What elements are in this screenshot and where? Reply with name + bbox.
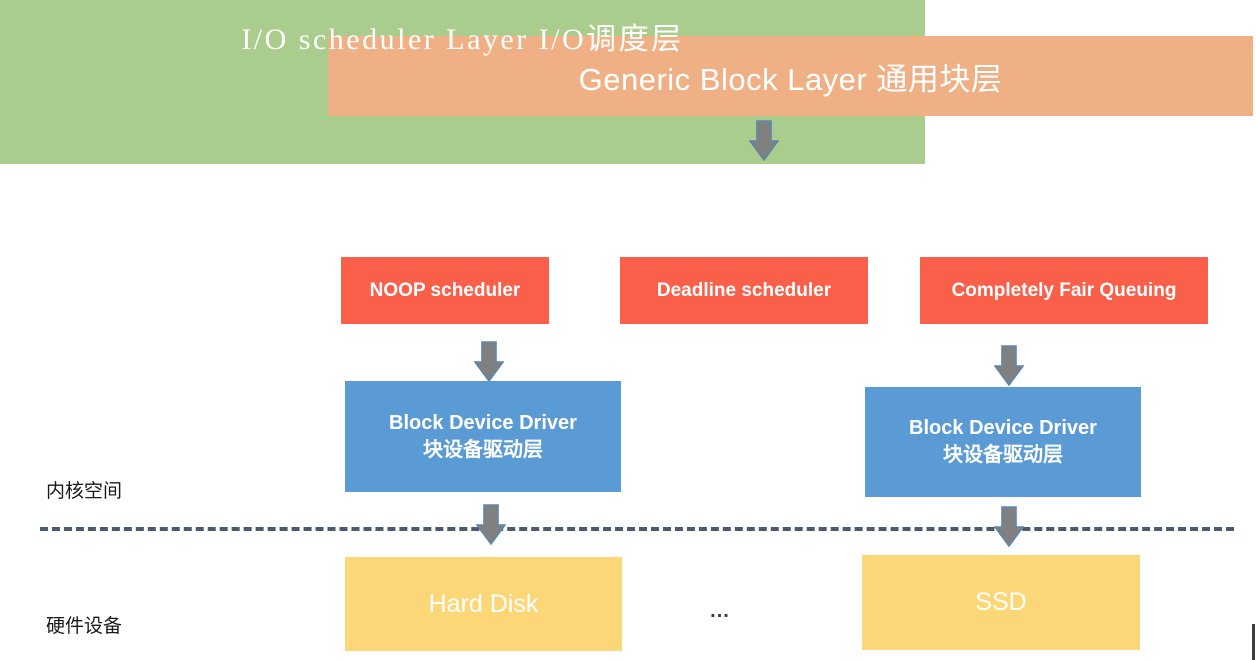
scheduler-chip-deadline[interactable]: Deadline scheduler	[620, 257, 868, 324]
kernel-space-divider	[40, 527, 1234, 531]
hardware-devices-ellipsis: ...	[710, 600, 730, 622]
scheduler-chip-deadline-label: Deadline scheduler	[656, 279, 832, 301]
block-device-driver-left-label-en: Block Device Driver	[389, 411, 577, 434]
arrow-down-icon-driver-to-ssd	[994, 506, 1024, 547]
scheduler-chip-noop[interactable]: NOOP scheduler	[341, 257, 549, 324]
io-scheduler-layer-label: I/O scheduler Layer I/O调度层	[241, 23, 684, 56]
block-device-driver-right-label-en: Block Device Driver	[909, 417, 1097, 439]
scheduler-chip-noop-label: NOOP scheduler	[369, 279, 521, 301]
block-device-driver-left: Block Device Driver 块设备驱动层	[345, 381, 621, 492]
label-hardware-device: 硬件设备	[46, 615, 123, 637]
arrow-down-icon-scheduler-to-driver-left	[474, 341, 504, 382]
hardware-device-ssd: SSD	[862, 555, 1140, 650]
hardware-device-hard-disk: Hard Disk	[345, 557, 622, 651]
generic-block-layer-box: Generic Block Layer 通用块层	[328, 36, 1253, 116]
arrow-down-icon-generic-to-scheduler	[749, 120, 779, 161]
hardware-device-hard-disk-label: Hard Disk	[428, 589, 539, 618]
scheduler-chip-completely-fair-queuing[interactable]: Completely Fair Queuing	[920, 257, 1208, 324]
hardware-device-ssd-label: SSD	[975, 588, 1027, 616]
block-device-driver-right: Block Device Driver 块设备驱动层	[865, 387, 1141, 497]
scheduler-chip-cfq-label: Completely Fair Queuing	[951, 279, 1177, 301]
page-edge-mark	[1252, 624, 1255, 660]
generic-block-layer-label: Generic Block Layer 通用块层	[578, 61, 1003, 97]
arrow-down-icon-scheduler-to-driver-right	[994, 345, 1024, 386]
arrow-down-icon-driver-to-hard-disk	[476, 504, 506, 545]
block-device-driver-left-label-cn: 块设备驱动层	[423, 438, 543, 461]
block-device-driver-right-label-cn: 块设备驱动层	[943, 444, 1063, 466]
label-kernel-space: 内核空间	[46, 480, 123, 502]
